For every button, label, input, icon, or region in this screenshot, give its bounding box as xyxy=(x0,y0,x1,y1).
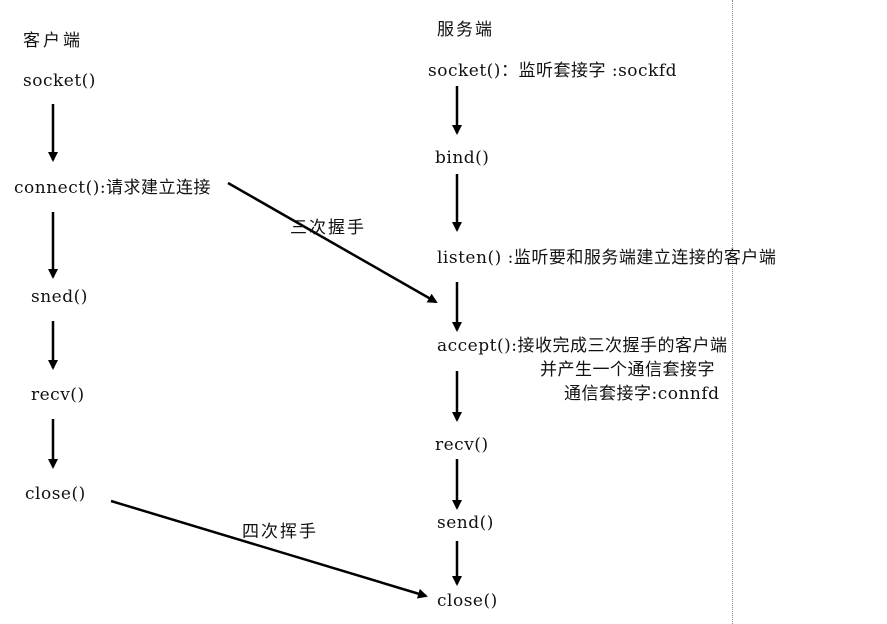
server-step-accept: accept():接收完成三次握手的客户端 xyxy=(437,336,728,356)
handshake-label: 三次握手 xyxy=(290,218,366,238)
client-step-close: close() xyxy=(25,484,86,504)
server-accept-note-1: 并产生一个通信套接字 xyxy=(540,360,715,380)
client-step-recv: recv() xyxy=(31,385,85,405)
server-step-close: close() xyxy=(437,591,498,611)
handshake-arrow xyxy=(227,181,438,304)
server-step-socket: socket()：监听套接字 :sockfd xyxy=(428,61,678,81)
client-step-socket: socket() xyxy=(23,71,96,91)
server-step-listen: listen() :监听要和服务端建立连接的客户端 xyxy=(437,248,777,268)
wave-arrow xyxy=(110,499,428,599)
server-accept-note-2: 通信套接字:connfd xyxy=(564,384,720,404)
server-step-bind: bind() xyxy=(435,148,490,168)
client-step-send: sned() xyxy=(31,287,88,307)
server-header: 服务端 xyxy=(437,20,494,40)
client-header: 客户端 xyxy=(23,31,83,51)
wave-label: 四次挥手 xyxy=(242,522,318,542)
server-step-recv: recv() xyxy=(435,435,489,455)
server-step-send: send() xyxy=(437,513,494,533)
page-boundary-line xyxy=(732,0,733,624)
client-step-connect: connect():请求建立连接 xyxy=(14,178,212,198)
